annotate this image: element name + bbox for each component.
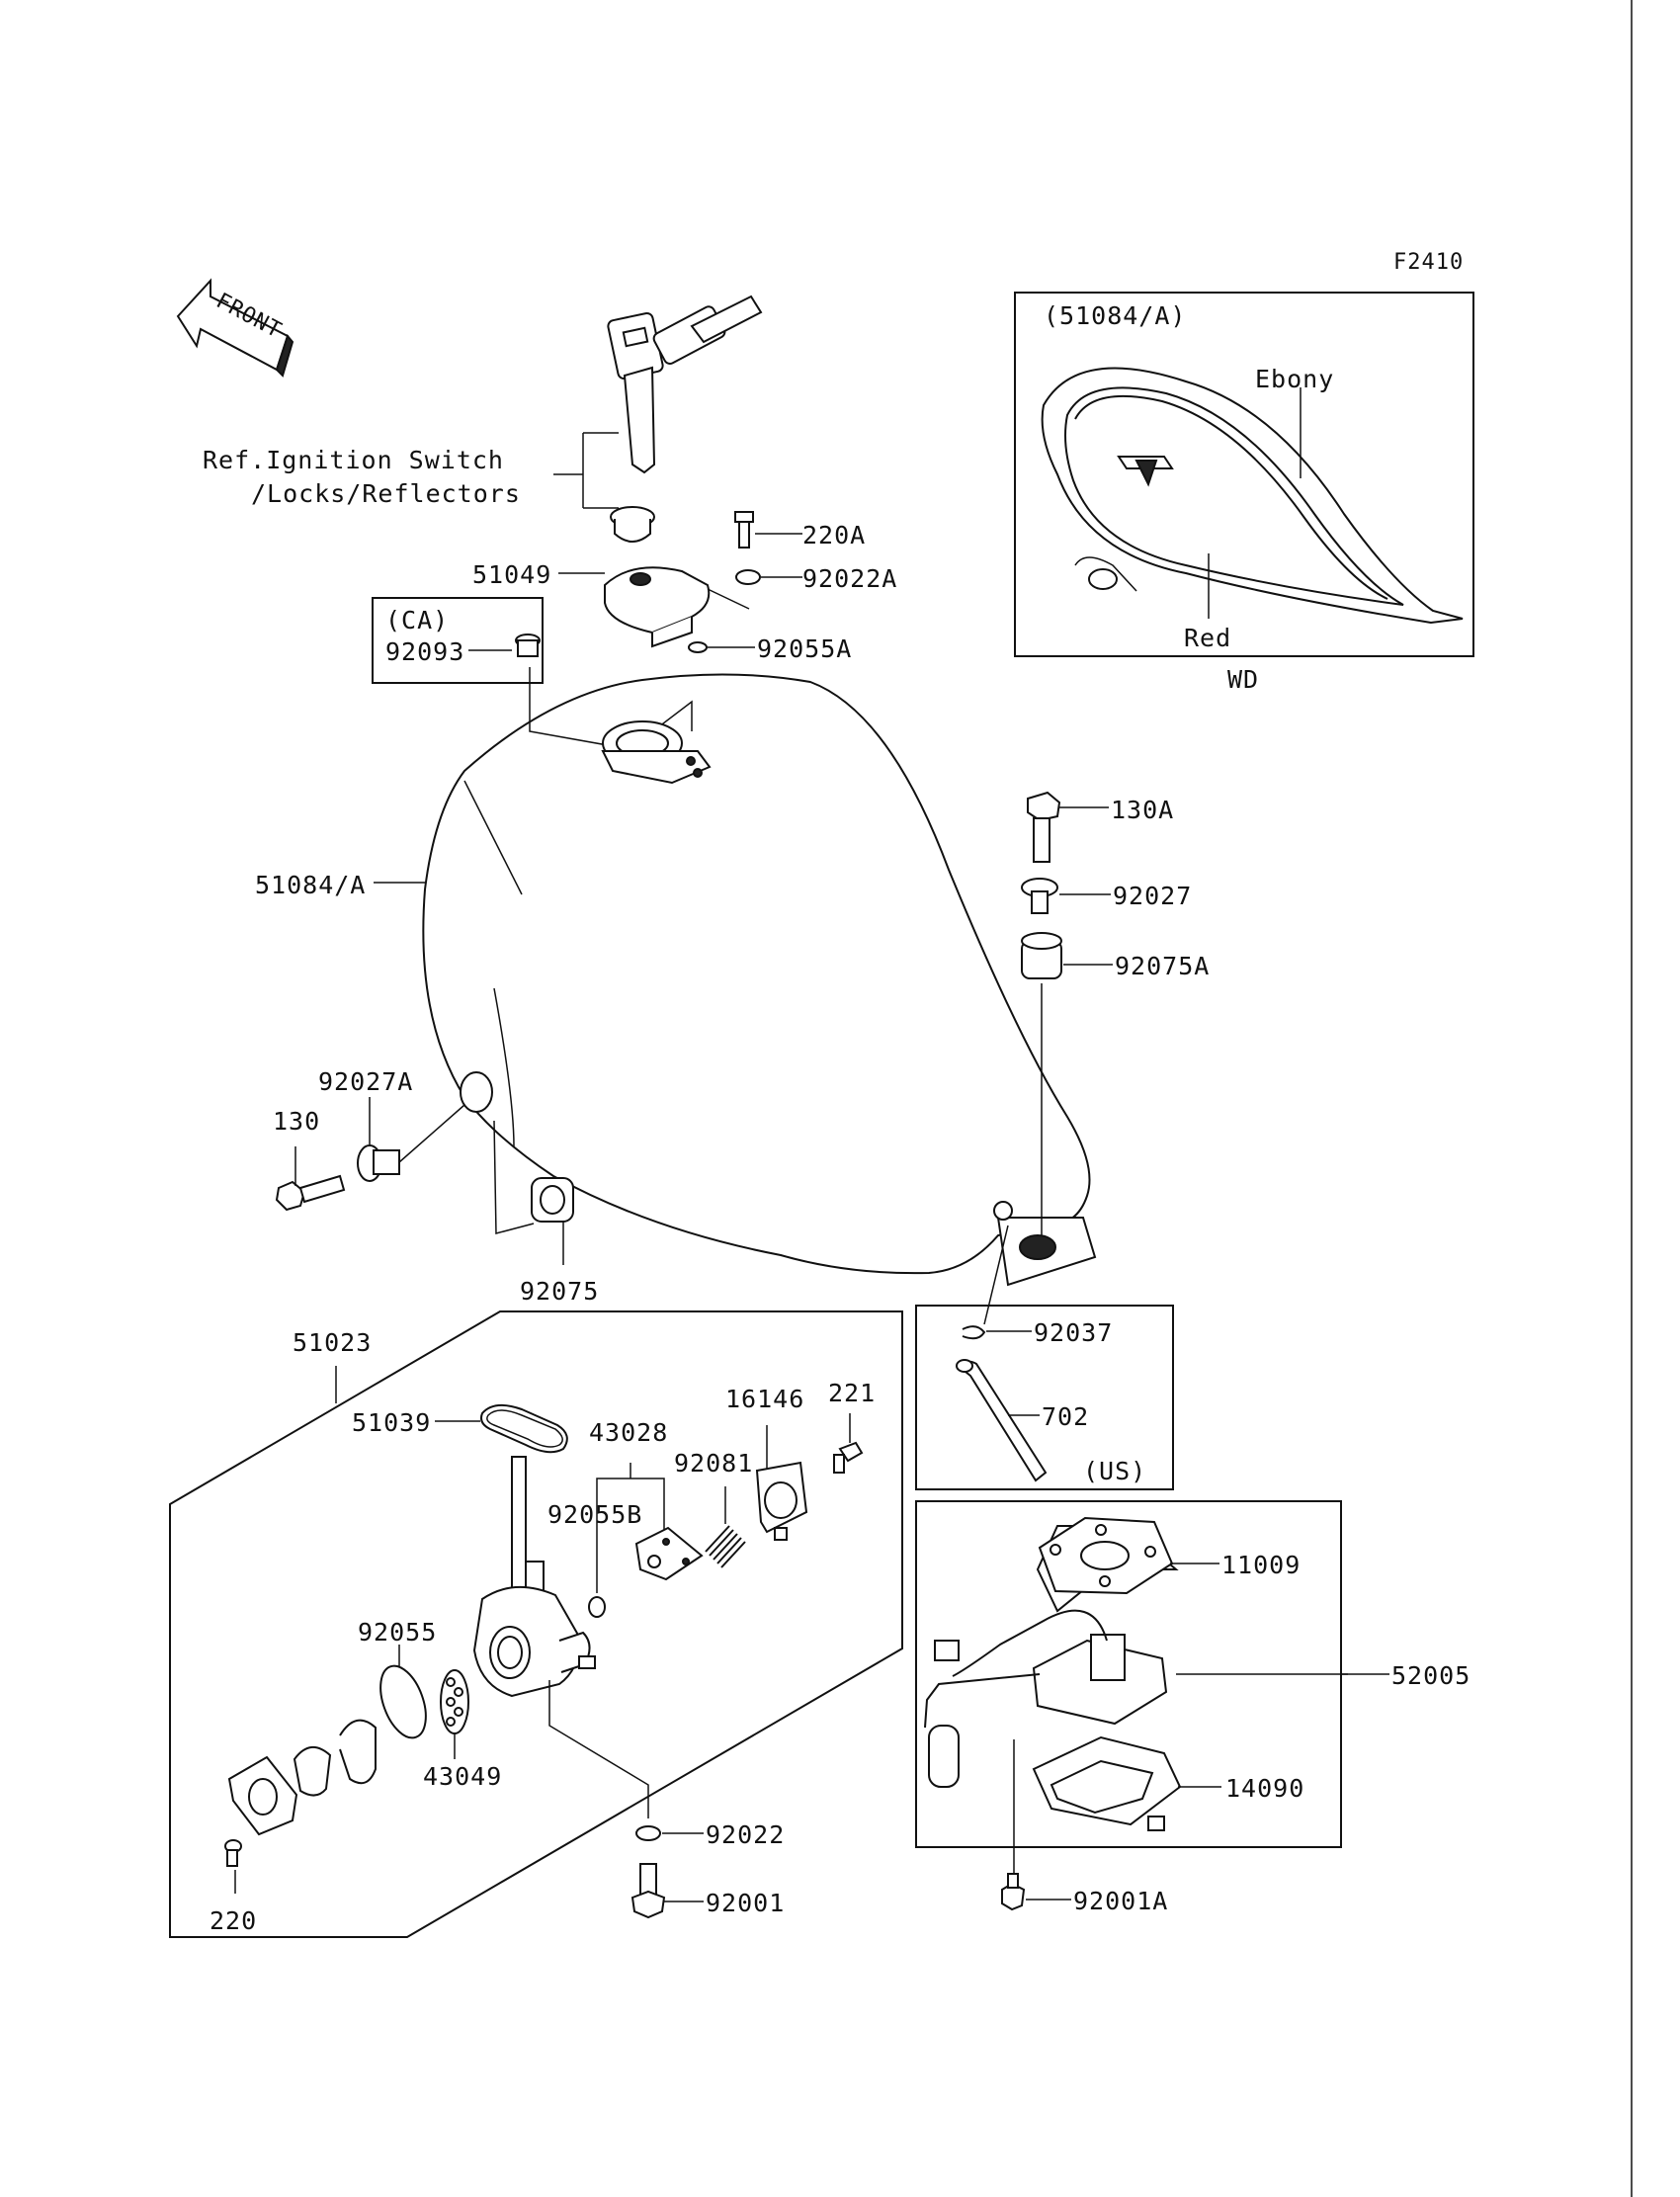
- clamp-92037: [962, 1325, 986, 1340]
- callout-92022: 92022: [706, 1820, 785, 1849]
- screw-220a: [734, 511, 754, 549]
- damper-92075a: [1021, 932, 1062, 979]
- washer-92022a: [735, 569, 761, 585]
- callout-92055a: 92055A: [757, 634, 852, 663]
- bolt-130a: [1027, 791, 1061, 863]
- gasket-11009: [1036, 1516, 1179, 1613]
- hose-702: [956, 1359, 1048, 1482]
- ca-box-label: (CA): [385, 606, 449, 634]
- callout-92093: 92093: [385, 637, 464, 666]
- inset-color-body: Red: [1184, 624, 1231, 652]
- inset-tank-drawing: [1041, 367, 1464, 625]
- screw-221: [833, 1441, 864, 1474]
- callout-11009: 11009: [1221, 1551, 1301, 1579]
- inset-color-stripe: Ebony: [1255, 365, 1334, 393]
- valve-92093: [515, 634, 541, 657]
- ref-note-line2: /Locks/Reflectors: [251, 479, 521, 508]
- callout-92022a: 92022A: [802, 564, 897, 593]
- callout-92075a: 92075A: [1115, 952, 1210, 980]
- lock-cover-51049: [604, 566, 711, 648]
- collar-92027a: [357, 1144, 400, 1182]
- inset-model: WD: [1227, 665, 1259, 694]
- inset-ref: (51084/A): [1044, 301, 1186, 330]
- tap-gasket: [227, 1755, 298, 1836]
- front-arrow-icon: FRONT: [176, 278, 294, 378]
- screw-220: [224, 1839, 242, 1867]
- ref-note-line1: Ref.Ignition Switch: [203, 446, 504, 474]
- callout-220: 220: [210, 1906, 257, 1935]
- callout-51039: 51039: [352, 1408, 431, 1437]
- filter-43049: [440, 1669, 469, 1734]
- cover-16146: [755, 1461, 808, 1541]
- gasket-51039: [480, 1403, 568, 1454]
- seal-plate: [293, 1746, 332, 1797]
- us-box: [915, 1305, 1174, 1490]
- damper-92075: [531, 1177, 574, 1223]
- fuel-tap-box: [169, 1310, 903, 1938]
- color-inset-box: [1014, 292, 1474, 657]
- lever-cam: [339, 1719, 377, 1785]
- bolt-130: [275, 1174, 346, 1212]
- callout-43049: 43049: [423, 1762, 502, 1791]
- us-box-label: (US): [1083, 1457, 1146, 1485]
- callout-92001: 92001: [706, 1889, 785, 1917]
- fuel-tank-51084a: [422, 673, 1097, 1287]
- fuel-tap-body: [472, 1456, 596, 1698]
- o-ring-92055a: [688, 641, 708, 653]
- spring-92081: [705, 1525, 746, 1568]
- callout-92081: 92081: [674, 1449, 753, 1478]
- o-ring-92055: [379, 1664, 427, 1739]
- callout-92027a: 92027A: [318, 1067, 413, 1096]
- callout-14090: 14090: [1225, 1774, 1304, 1803]
- sender-unit: [924, 1609, 1168, 1788]
- o-ring-92055b: [588, 1596, 606, 1618]
- cover-14090: [1032, 1735, 1182, 1831]
- callout-220a: 220A: [802, 521, 866, 549]
- callout-92001a: 92001A: [1073, 1887, 1168, 1915]
- callout-92075: 92075: [520, 1277, 599, 1306]
- callout-130a: 130A: [1111, 796, 1174, 824]
- callout-51084a: 51084/A: [255, 871, 366, 899]
- callout-92037: 92037: [1034, 1318, 1113, 1347]
- ignition-key-icon: [607, 295, 763, 474]
- washer-92022: [635, 1825, 661, 1841]
- callout-92055b: 92055B: [547, 1500, 642, 1529]
- callout-130: 130: [273, 1107, 320, 1136]
- lever-plate-43028: [634, 1526, 704, 1581]
- callout-51049: 51049: [472, 560, 551, 589]
- figure-id: F2410: [1393, 250, 1464, 275]
- callout-43028: 43028: [589, 1418, 668, 1447]
- collar-92027: [1021, 878, 1058, 914]
- ca-box: [372, 597, 544, 684]
- callout-221: 221: [828, 1379, 876, 1407]
- callout-52005: 52005: [1391, 1661, 1470, 1690]
- cap-lock-cylinder: [610, 506, 655, 543]
- callout-92055: 92055: [358, 1618, 437, 1647]
- bolt-92001: [630, 1863, 666, 1919]
- callout-92027: 92027: [1113, 882, 1192, 910]
- callout-702: 702: [1042, 1402, 1089, 1431]
- callout-51023: 51023: [293, 1328, 372, 1357]
- bolt-92001a: [1001, 1873, 1026, 1911]
- callout-16146: 16146: [725, 1385, 804, 1413]
